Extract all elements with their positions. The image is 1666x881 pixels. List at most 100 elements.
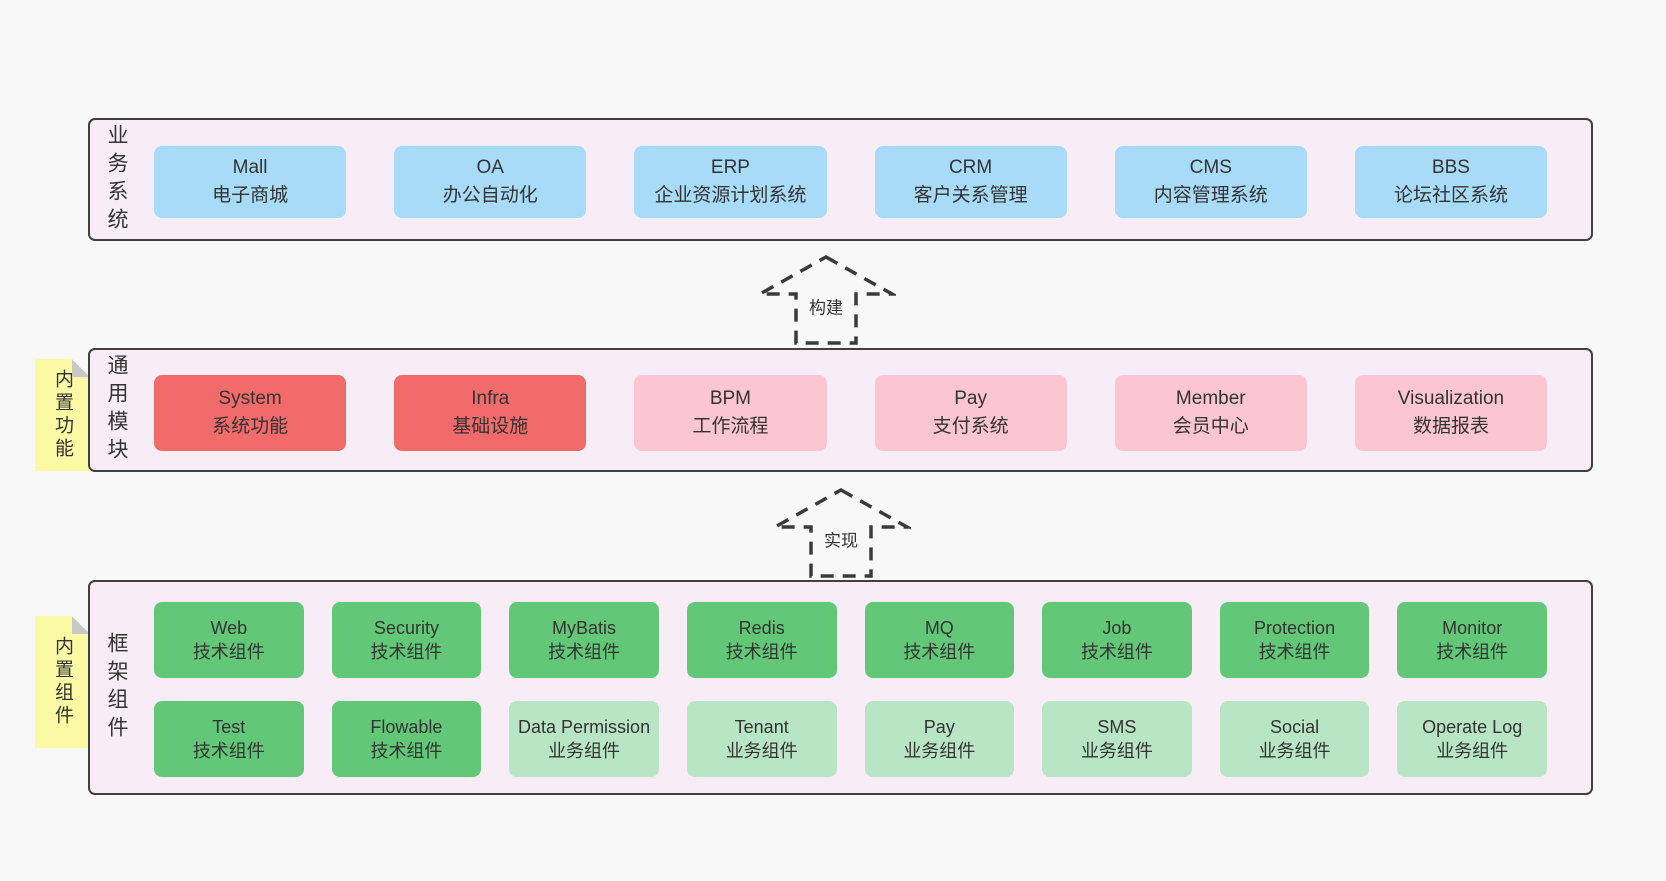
box-bbs: BBS 论坛社区系统 <box>1354 146 1548 218</box>
build-arrow-label: 构建 <box>806 291 846 321</box>
box-data-permission: Data Permission 业务组件 <box>509 701 659 777</box>
box-subtitle: 基础设施 <box>452 416 529 437</box>
build-arrow: 构建 <box>756 254 896 346</box>
box-mq: MQ 技术组件 <box>864 602 1015 678</box>
box-visualization: Visualization 数据报表 <box>1354 375 1548 451</box>
sticky-note-label: 内置功能 <box>52 369 73 461</box>
box-title: Operate Log <box>1422 716 1523 737</box>
box-subtitle: 客户关系管理 <box>913 185 1028 206</box>
box-member: Member 会员中心 <box>1114 375 1307 451</box>
box-title: Pay <box>923 716 955 737</box>
box-title: System <box>218 387 282 409</box>
box-subtitle: 办公自动化 <box>442 185 538 206</box>
box-subtitle: 论坛社区系统 <box>1393 185 1508 206</box>
box-job: Job 技术组件 <box>1042 602 1192 678</box>
box-crm: CRM 客户关系管理 <box>874 146 1067 218</box>
box-erp: ERP 企业资源计划系统 <box>634 146 827 218</box>
box-subtitle: 技术组件 <box>1258 642 1331 662</box>
box-subtitle: 会员中心 <box>1172 416 1249 437</box>
box-title: Test <box>212 716 246 737</box>
box-cms: CMS 内容管理系统 <box>1114 146 1307 218</box>
box-title: Protection <box>1254 617 1336 638</box>
box-pay-biz: Pay 业务组件 <box>864 701 1015 777</box>
box-tenant: Tenant 业务组件 <box>686 701 837 777</box>
sticky-note-label: 内置组件 <box>52 636 73 728</box>
box-subtitle: 技术组件 <box>370 642 443 662</box>
box-oa: OA 办公自动化 <box>394 146 587 218</box>
box-title: Tenant <box>734 716 789 737</box>
box-system: System 系统功能 <box>154 375 347 451</box>
box-subtitle: 电子商城 <box>212 185 289 206</box>
box-title: Mall <box>232 156 268 178</box>
box-subtitle: 工作流程 <box>692 416 769 437</box>
box-subtitle: 技术组件 <box>192 741 265 761</box>
box-subtitle: 技术组件 <box>725 642 798 662</box>
business-systems-label: 业务系统 <box>105 123 128 236</box>
box-pay: Pay 支付系统 <box>874 375 1067 451</box>
box-subtitle: 技术组件 <box>1436 642 1509 662</box>
box-title: Flowable <box>370 716 443 737</box>
box-title: Infra <box>471 387 510 409</box>
box-bpm: BPM 工作流程 <box>634 375 827 451</box>
box-monitor: Monitor 技术组件 <box>1397 602 1547 678</box>
implement-arrow-label: 实现 <box>821 524 861 554</box>
box-test: Test 技术组件 <box>154 701 304 777</box>
box-redis: Redis 技术组件 <box>686 602 837 678</box>
box-infra: Infra 基础设施 <box>394 375 587 451</box>
box-title: OA <box>476 156 504 178</box>
framework-components-panel: 框架组件 Web 技术组件 Security 技术组件 MyBatis 技术组件… <box>88 580 1593 795</box>
box-title: BBS <box>1431 156 1470 178</box>
box-operate-log: Operate Log 业务组件 <box>1397 701 1547 777</box>
box-subtitle: 支付系统 <box>932 416 1009 437</box>
box-subtitle: 技术组件 <box>1080 642 1153 662</box>
box-sms: SMS 业务组件 <box>1042 701 1192 777</box>
implement-arrow: 实现 <box>771 487 911 579</box>
box-subtitle: 业务组件 <box>903 741 976 761</box>
box-subtitle: 企业资源计划系统 <box>654 185 807 206</box>
box-title: CMS <box>1189 156 1232 178</box>
box-subtitle: 内容管理系统 <box>1153 185 1268 206</box>
box-title: Redis <box>738 617 785 638</box>
box-web: Web 技术组件 <box>154 602 304 678</box>
box-security: Security 技术组件 <box>331 602 482 678</box>
box-title: Pay <box>954 387 987 409</box>
box-subtitle: 业务组件 <box>725 741 798 761</box>
business-systems-panel: 业务系统 Mall 电子商城 OA 办公自动化 ERP 企业资源计划系统 CRM… <box>88 118 1593 241</box>
sticky-note-built-in-functions: 内置功能 <box>35 359 90 471</box>
box-title: SMS <box>1097 716 1137 737</box>
box-social: Social 业务组件 <box>1219 701 1370 777</box>
box-title: Visualization <box>1397 387 1505 409</box>
box-mall: Mall 电子商城 <box>154 146 347 218</box>
box-title: ERP <box>710 156 750 178</box>
box-title: MQ <box>924 617 954 638</box>
box-subtitle: 技术组件 <box>370 741 443 761</box>
framework-components-label: 框架组件 <box>105 631 128 744</box>
folded-corner-icon <box>72 616 90 634</box>
box-title: Data Permission <box>518 716 651 737</box>
folded-corner-icon <box>72 359 90 377</box>
framework-components-row-2: Test 技术组件 Flowable 技术组件 Data Permission … <box>154 701 1547 777</box>
common-modules-row: System 系统功能 Infra 基础设施 BPM 工作流程 Pay 支付系统… <box>154 375 1548 451</box>
box-subtitle: 业务组件 <box>548 741 621 761</box>
sticky-note-built-in-components: 内置组件 <box>35 616 90 748</box>
box-title: Web <box>210 617 248 638</box>
box-protection: Protection 技术组件 <box>1219 602 1370 678</box>
box-subtitle: 系统功能 <box>212 416 289 437</box>
framework-components-row-1: Web 技术组件 Security 技术组件 MyBatis 技术组件 Redi… <box>154 602 1547 678</box>
box-flowable: Flowable 技术组件 <box>331 701 482 777</box>
box-title: BPM <box>709 387 752 409</box>
box-title: Social <box>1270 716 1320 737</box>
box-subtitle: 业务组件 <box>1436 741 1509 761</box>
box-subtitle: 数据报表 <box>1412 416 1489 437</box>
box-subtitle: 技术组件 <box>192 642 265 662</box>
box-title: Security <box>373 617 439 638</box>
common-modules-label: 通用模块 <box>105 354 128 466</box>
box-title: CRM <box>948 156 993 178</box>
box-title: MyBatis <box>552 617 617 638</box>
box-subtitle: 业务组件 <box>1258 741 1331 761</box>
common-modules-panel: 通用模块 System 系统功能 Infra 基础设施 BPM 工作流程 Pay… <box>88 348 1593 472</box>
box-subtitle: 技术组件 <box>903 642 976 662</box>
box-title: Job <box>1102 617 1132 638</box>
box-subtitle: 技术组件 <box>548 642 621 662</box>
